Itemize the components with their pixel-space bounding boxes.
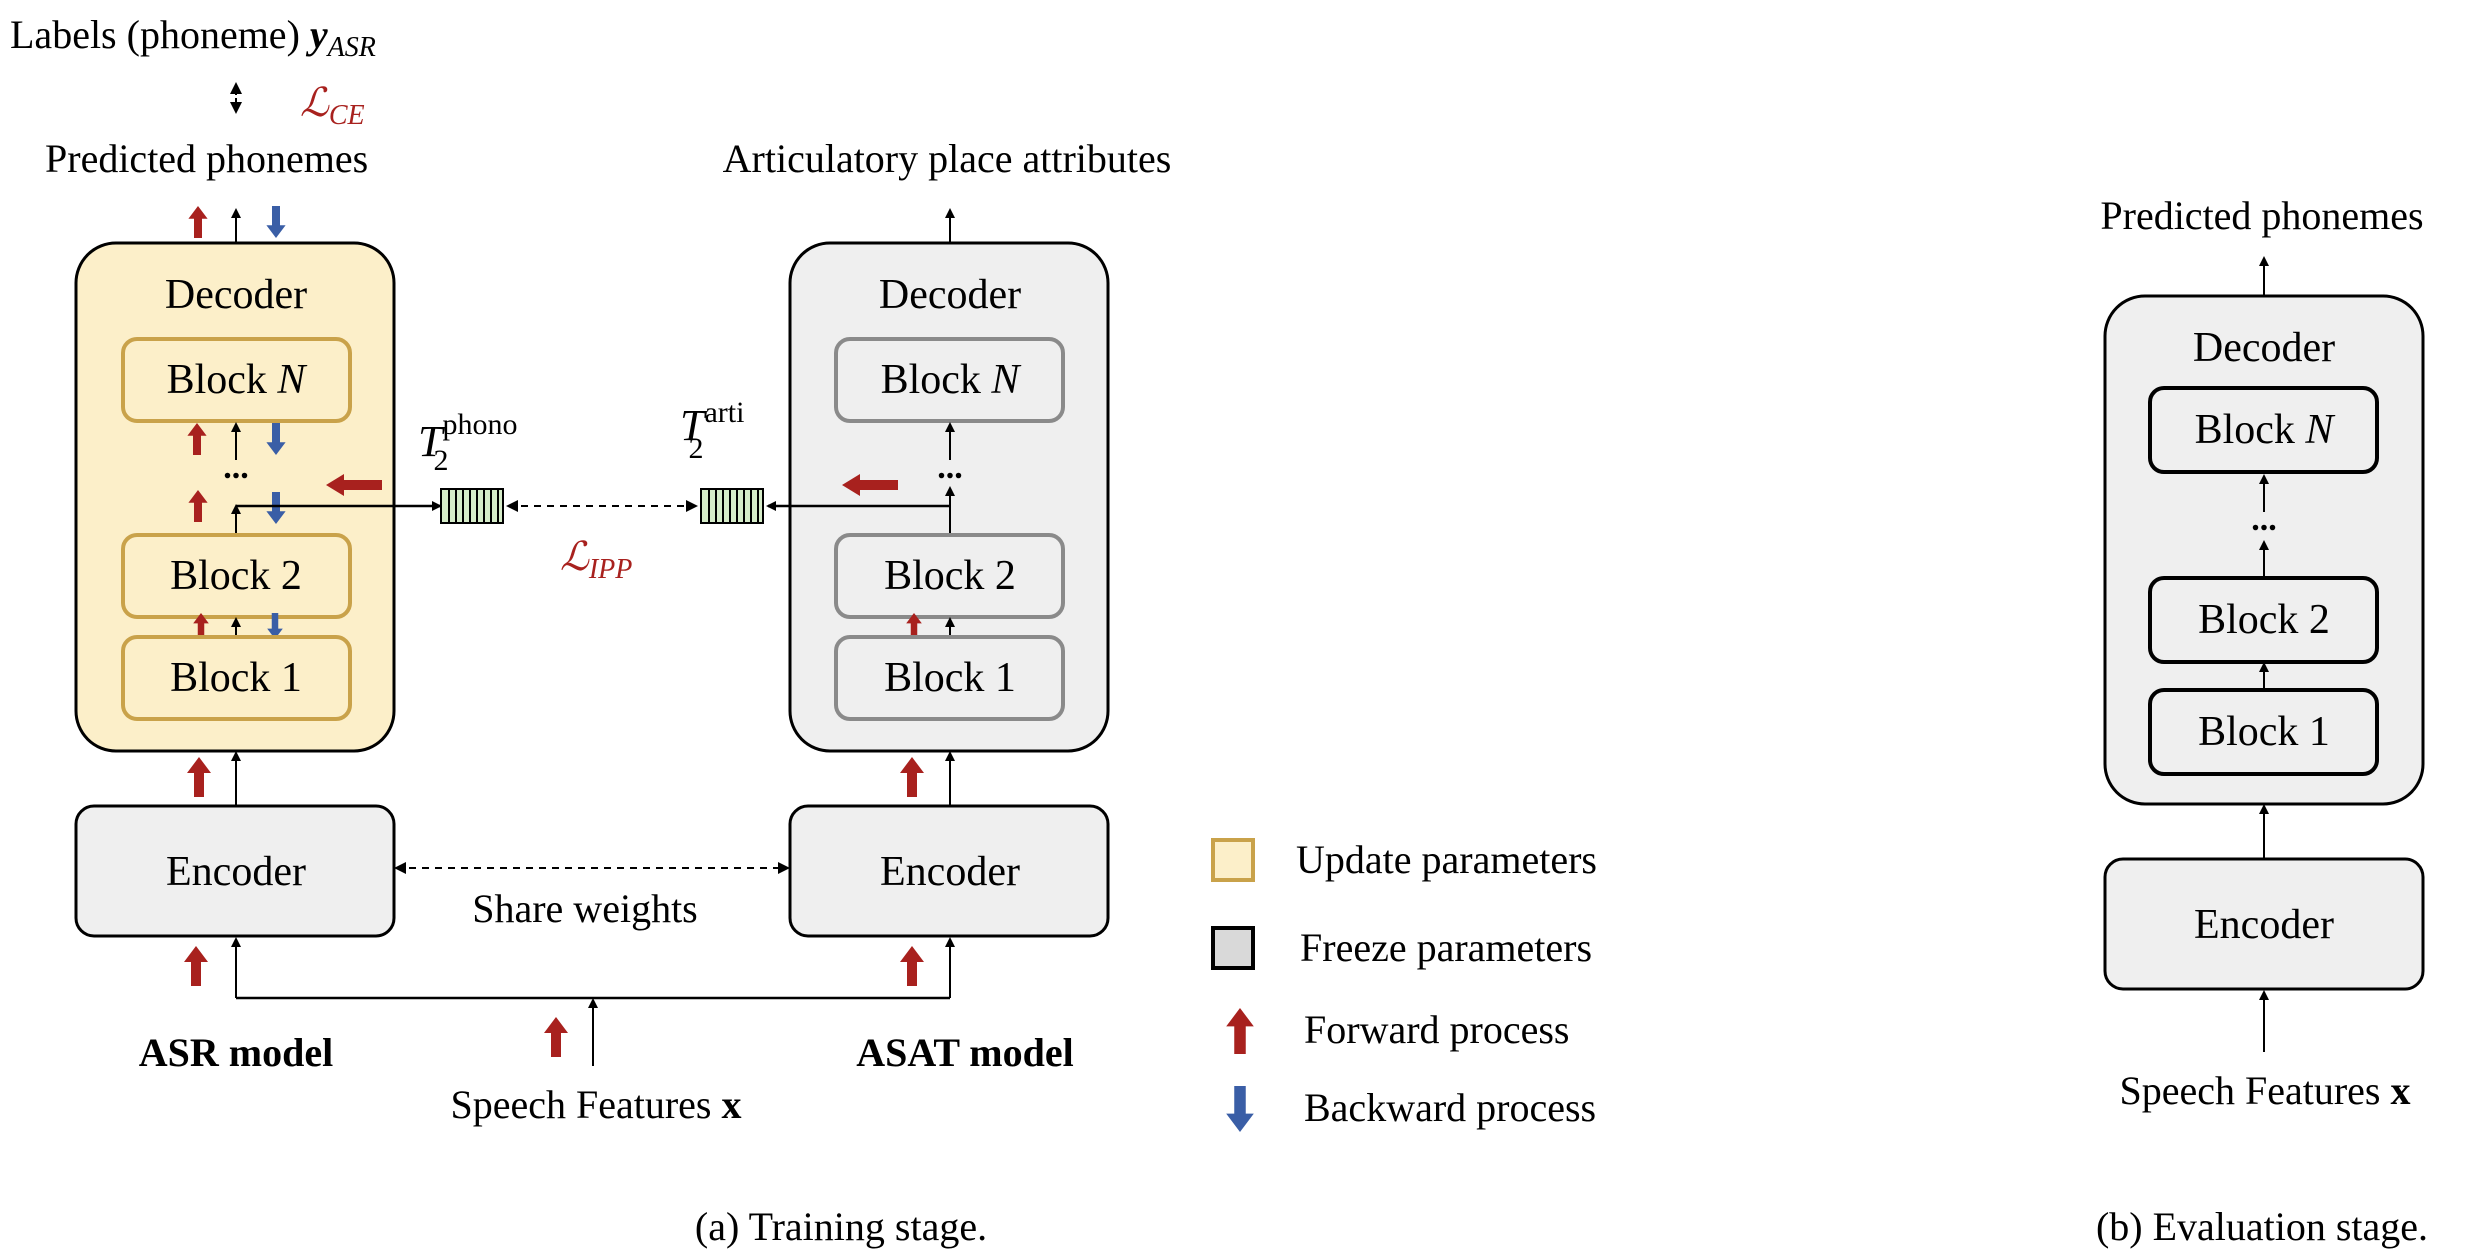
asat-block-n xyxy=(834,337,1065,423)
asat-block-1-label: Block 1 xyxy=(884,655,1016,701)
asr-dots: ... xyxy=(223,449,249,486)
asat-block-1 xyxy=(834,635,1065,721)
asr-block-1 xyxy=(121,635,352,721)
asat-block-2-label: Block 2 xyxy=(884,553,1016,599)
asr-decoder-title: Decoder xyxy=(165,272,307,318)
asr-output-label: Predicted phonemes xyxy=(45,136,368,181)
forward-arrow-icon xyxy=(900,757,924,797)
forward-arrow-icon xyxy=(187,757,211,797)
asat-output-label: Articulatory place attributes xyxy=(723,136,1172,181)
evaluation-caption: (b) Evaluation stage. xyxy=(2096,1204,2428,1249)
tensor-phono-icon xyxy=(440,488,504,524)
eval-dots: ... xyxy=(2251,501,2277,538)
legend-update-label: Update parameters xyxy=(1296,837,1597,882)
eval-block-2-label: Block 2 xyxy=(2198,597,2330,643)
forward-arrow-icon xyxy=(900,946,924,986)
legend-update-swatch xyxy=(1211,838,1255,882)
eval-encoder xyxy=(2103,857,2425,991)
labels-phoneme-title: Labels (phoneme) yASR xyxy=(10,12,376,63)
eval-block-n xyxy=(2148,386,2379,474)
tensor-arti-icon xyxy=(700,488,764,524)
eval-decoder-title: Decoder xyxy=(2193,325,2335,371)
legend-freeze-label: Freeze parameters xyxy=(1300,925,1592,970)
asat-block-n-label: Block N xyxy=(881,357,1022,403)
asat-encoder-label: Encoder xyxy=(880,849,1020,895)
forward-arrow-icon xyxy=(1226,1008,1254,1054)
asr-block-2-label: Block 2 xyxy=(170,553,302,599)
forward-arrow-icon xyxy=(544,1017,568,1057)
share-weights-label: Share weights xyxy=(472,886,698,931)
asat-decoder-title: Decoder xyxy=(879,272,1021,318)
asr-block-n xyxy=(121,337,352,423)
speech-features-label: Speech Features x xyxy=(450,1082,741,1127)
legend-freeze-swatch xyxy=(1211,926,1255,970)
forward-arrow-icon xyxy=(184,946,208,986)
eval-block-n-label: Block N xyxy=(2195,407,2336,453)
asr-block-1-label: Block 1 xyxy=(170,655,302,701)
forward-arrow-icon xyxy=(188,206,208,238)
eval-block-1 xyxy=(2148,688,2379,776)
asat-model-label: ASAT model xyxy=(856,1030,1073,1075)
eval-encoder-label: Encoder xyxy=(2194,902,2334,948)
backward-arrow-icon xyxy=(266,206,286,238)
asat-dots: ... xyxy=(937,449,963,486)
eval-block-1-label: Block 1 xyxy=(2198,709,2330,755)
asr-model-label: ASR model xyxy=(139,1030,333,1075)
backward-arrow-icon xyxy=(1226,1086,1254,1132)
loss-ce-label: ℒCE xyxy=(300,80,365,131)
asr-encoder-label: Encoder xyxy=(166,849,306,895)
legend-backward-label: Backward process xyxy=(1304,1085,1596,1130)
training-caption: (a) Training stage. xyxy=(695,1204,987,1249)
loss-ipp-label: ℒIPP xyxy=(560,534,632,585)
eval-speech-features-label: Speech Features x xyxy=(2119,1068,2410,1113)
asr-block-n-label: Block N xyxy=(167,357,308,403)
asat-encoder xyxy=(788,804,1110,938)
eval-output-label: Predicted phonemes xyxy=(2100,193,2423,238)
legend-forward-label: Forward process xyxy=(1304,1007,1570,1052)
